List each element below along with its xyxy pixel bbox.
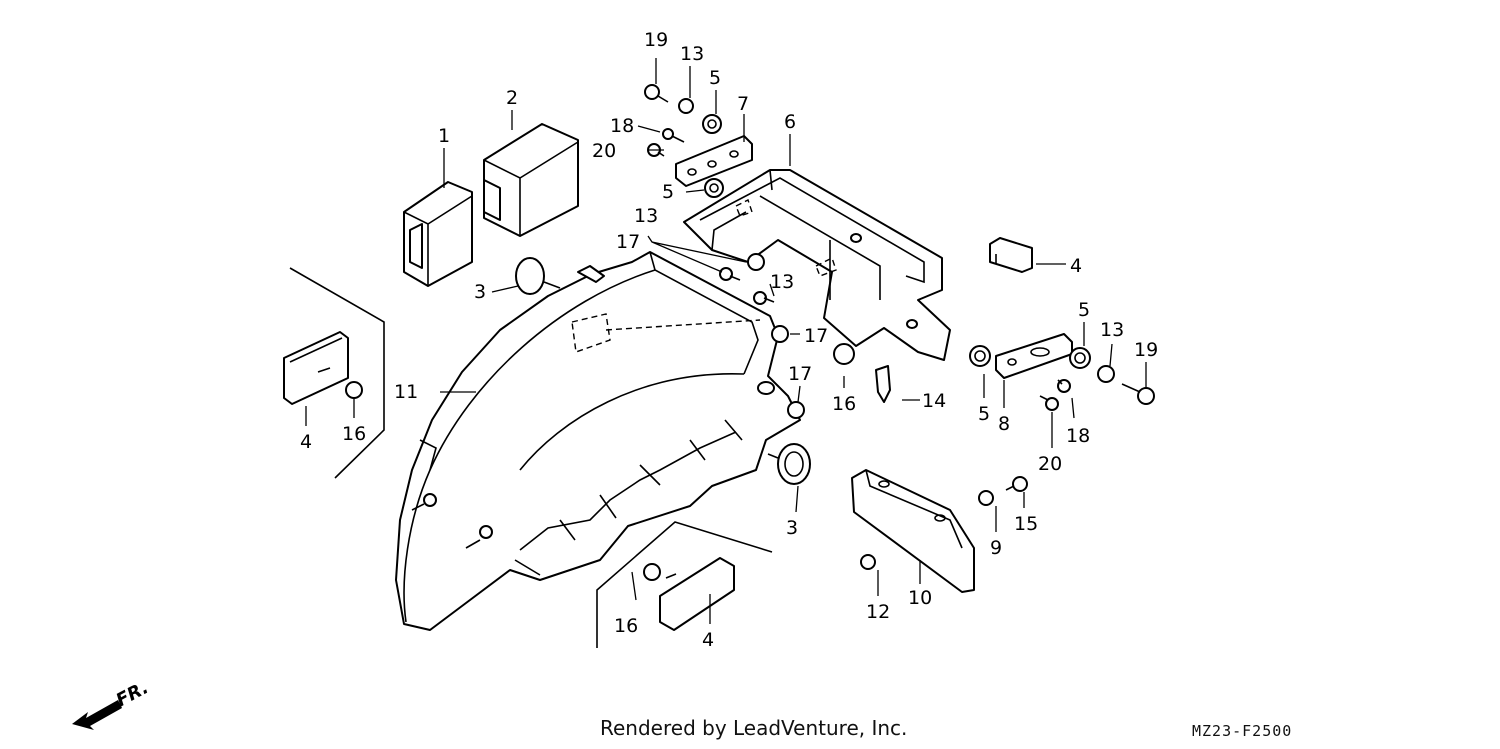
callout-7: 7 <box>737 93 749 115</box>
callout-13: 13 <box>1100 319 1124 341</box>
part-1-connector-housing <box>403 181 473 287</box>
callout-14: 14 <box>922 390 946 412</box>
callout-13: 13 <box>770 271 794 293</box>
callout-3: 3 <box>474 281 486 303</box>
callout-4: 4 <box>702 629 714 651</box>
callout-5: 5 <box>978 403 990 425</box>
grommet-upper <box>515 257 561 295</box>
callout-5: 5 <box>1078 299 1090 321</box>
front-direction-arrow: FR. <box>72 677 152 730</box>
callout-17: 17 <box>616 231 640 253</box>
callout-19: 19 <box>644 29 668 51</box>
section-frame-bottom <box>596 521 773 648</box>
callout-18: 18 <box>1066 425 1090 447</box>
callout-10: 10 <box>908 587 932 609</box>
callout-4: 4 <box>300 431 312 453</box>
callout-11: 11 <box>394 381 418 403</box>
callout-15: 15 <box>1014 513 1038 535</box>
callout-1: 1 <box>438 125 450 147</box>
hardware-bolts-nuts <box>345 84 1155 581</box>
callout-13: 13 <box>634 205 658 227</box>
callout-17: 17 <box>804 325 828 347</box>
callout-9: 9 <box>990 537 1002 559</box>
reflector-right <box>989 237 1033 273</box>
plate-7 <box>675 135 753 187</box>
callout-2: 2 <box>506 87 518 109</box>
callout-5: 5 <box>709 67 721 89</box>
callout-labels: 19 13 5 7 2 18 20 1 6 5 13 17 13 4 3 5 1… <box>300 29 1158 651</box>
grommet-lower <box>767 443 811 485</box>
callout-19: 19 <box>1134 339 1158 361</box>
callout-16: 16 <box>614 615 638 637</box>
callout-16: 16 <box>342 423 366 445</box>
plate-10 <box>851 469 975 593</box>
part-2-control-unit <box>483 123 579 237</box>
callout-20: 20 <box>1038 453 1062 475</box>
callout-5: 5 <box>662 181 674 203</box>
credit-text: Rendered by LeadVenture, Inc. <box>600 716 908 740</box>
callout-13: 13 <box>680 43 704 65</box>
leader-lines <box>305 58 1147 624</box>
callout-4: 4 <box>1070 255 1082 277</box>
callout-20: 20 <box>592 140 616 162</box>
reflector-bottom <box>659 557 735 631</box>
callout-6: 6 <box>784 111 796 133</box>
plate-8 <box>995 333 1073 379</box>
section-frame-left <box>289 267 385 479</box>
diagram-code: MZ23-F2500 <box>1192 722 1293 740</box>
callout-12: 12 <box>866 601 890 623</box>
callout-3: 3 <box>786 517 798 539</box>
callout-18: 18 <box>610 115 634 137</box>
rear-fender <box>395 251 801 631</box>
callout-16: 16 <box>832 393 856 415</box>
license-bracket <box>683 169 951 361</box>
callout-17: 17 <box>788 363 812 385</box>
reflector-left <box>283 331 349 405</box>
callout-8: 8 <box>998 413 1010 435</box>
